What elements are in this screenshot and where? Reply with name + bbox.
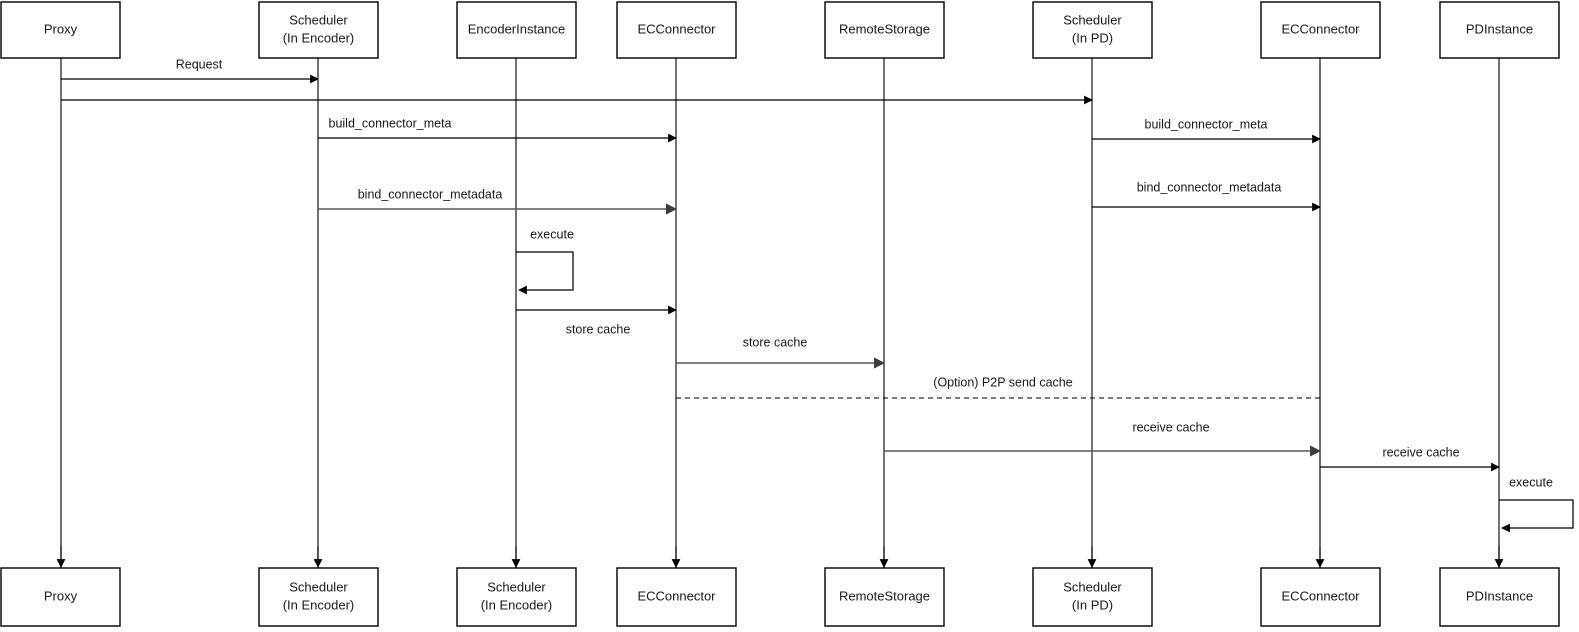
self-message-path-s1 (516, 251, 574, 295)
participant-footer-label-pd_inst: PDInstance (1466, 588, 1533, 603)
self-message-label-s2: execute (1509, 475, 1553, 489)
participant-header-label-ecconn_right: ECConnector (1281, 21, 1360, 36)
message-label-m7: store cache (566, 322, 631, 336)
participant-footer-label-encoder_inst-line2: (In Encoder) (481, 597, 553, 612)
participant-footer-ecconn_left[interactable]: ECConnector (616, 567, 737, 627)
participant-header-rect-encoder_inst[interactable] (456, 1, 577, 59)
participant-header-rect-remote[interactable] (824, 1, 945, 59)
message-m4: build_connector_meta (1092, 117, 1321, 144)
self-message-s2: execute (1499, 475, 1574, 533)
lifelines-layer (56, 58, 1504, 568)
participant-footer-remote[interactable]: RemoteStorage (824, 567, 945, 627)
participant-header-sched_enc[interactable]: Scheduler (In Encoder) (258, 1, 379, 59)
participant-footer-ecconn_right[interactable]: ECConnector (1260, 567, 1381, 627)
participant-footer-label-encoder_inst-line1: Scheduler (487, 579, 546, 594)
participant-header-ecconn_left[interactable]: ECConnector (616, 1, 737, 59)
participant-footer-encoder_inst[interactable]: Scheduler (In Encoder) (456, 567, 577, 627)
participant-header-ecconn_right[interactable]: ECConnector (1260, 1, 1381, 59)
self-message-s1: execute (516, 227, 574, 295)
participant-header-pd_inst[interactable]: PDInstance (1439, 1, 1560, 59)
participant-footer-label-sched_enc-line1: Scheduler (289, 579, 348, 594)
self-messages-layer: execute execute (516, 227, 1574, 533)
participant-header-label-pd_inst: PDInstance (1466, 21, 1533, 36)
participant-footer-label-sched_pd-line2: (In PD) (1072, 597, 1113, 612)
participant-header-label-encoder_inst: EncoderInstance (468, 21, 566, 36)
participant-header-rect-sched_enc[interactable] (258, 1, 379, 59)
participant-footer-rect-remote[interactable] (824, 567, 945, 627)
message-label-m5: bind_connector_metadata (358, 187, 503, 201)
message-m8: store cache (676, 335, 886, 369)
participant-header-label-ecconn_left: ECConnector (637, 21, 716, 36)
message-label-m10: receive cache (1132, 420, 1209, 434)
participant-footer-rect-pd_inst[interactable] (1439, 567, 1560, 627)
participant-header-label-proxy: Proxy (44, 21, 78, 36)
participant-header-rect-pd_inst[interactable] (1439, 1, 1560, 59)
messages-layer: Request build_connector_meta build_connect… (61, 57, 1500, 472)
participant-header-proxy[interactable]: Proxy (0, 1, 121, 59)
message-label-m8: store cache (743, 335, 808, 349)
self-message-path-s2 (1499, 499, 1574, 533)
participant-header-rect-proxy[interactable] (0, 1, 121, 59)
message-m3: build_connector_meta (318, 116, 677, 143)
participant-footer-sched_enc[interactable]: Scheduler (In Encoder) (258, 567, 379, 627)
self-message-label-s1: execute (530, 227, 574, 241)
participant-header-rect-ecconn_right[interactable] (1260, 1, 1381, 59)
participant-footer-rect-sched_enc[interactable] (258, 567, 379, 627)
participant-footer-label-ecconn_left: ECConnector (637, 588, 716, 603)
message-m5: bind_connector_metadata (318, 187, 678, 215)
participant-header-label-sched_enc-line1: Scheduler (289, 12, 348, 27)
message-m6: bind_connector_metadata (1092, 180, 1321, 212)
participant-header-sched_pd[interactable]: Scheduler (In PD) (1032, 1, 1153, 59)
message-m11: receive cache (1320, 445, 1500, 472)
participant-header-rect-sched_pd[interactable] (1032, 1, 1153, 59)
message-label-m11: receive cache (1382, 445, 1459, 459)
message-label-m1: Request (176, 57, 223, 71)
message-m1: Request (61, 57, 319, 84)
participant-footer-rect-proxy[interactable] (0, 567, 121, 627)
participant-footer-rect-ecconn_right[interactable] (1260, 567, 1381, 627)
participant-header-rect-ecconn_left[interactable] (616, 1, 737, 59)
participant-footer-label-sched_enc-line2: (In Encoder) (283, 597, 355, 612)
message-label-m6: bind_connector_metadata (1137, 180, 1282, 194)
footer-participant-boxes: Proxy Scheduler (In Encoder) Scheduler (In E… (0, 567, 1560, 627)
message-m10: receive cache (884, 420, 1322, 457)
message-label-m9: (Option) P2P send cache (933, 375, 1072, 389)
participant-header-label-sched_pd-line2: (In PD) (1072, 30, 1113, 45)
message-m9: (Option) P2P send cache (676, 375, 1320, 399)
participant-footer-label-ecconn_right: ECConnector (1281, 588, 1360, 603)
participant-header-remote[interactable]: RemoteStorage (824, 1, 945, 59)
participant-footer-pd_inst[interactable]: PDInstance (1439, 567, 1560, 627)
participant-footer-rect-sched_pd[interactable] (1032, 567, 1153, 627)
participant-header-encoder_inst[interactable]: EncoderInstance (456, 1, 577, 59)
participant-footer-proxy[interactable]: Proxy (0, 567, 121, 627)
participant-footer-rect-ecconn_left[interactable] (616, 567, 737, 627)
participant-footer-label-proxy: Proxy (44, 588, 78, 603)
participant-header-label-sched_pd-line1: Scheduler (1063, 12, 1122, 27)
message-m7: store cache (516, 305, 677, 336)
participant-header-label-sched_enc-line2: (In Encoder) (283, 30, 355, 45)
participant-footer-label-sched_pd-line1: Scheduler (1063, 579, 1122, 594)
participant-footer-label-remote: RemoteStorage (839, 588, 930, 603)
message-label-m3: build_connector_meta (329, 116, 452, 130)
header-participant-boxes: Proxy Scheduler (In Encoder) EncoderInstanc… (0, 1, 1560, 59)
participant-header-label-remote: RemoteStorage (839, 21, 930, 36)
message-label-m4: build_connector_meta (1145, 117, 1268, 131)
participant-footer-sched_pd[interactable]: Scheduler (In PD) (1032, 567, 1153, 627)
participant-footer-rect-encoder_inst[interactable] (456, 567, 577, 627)
